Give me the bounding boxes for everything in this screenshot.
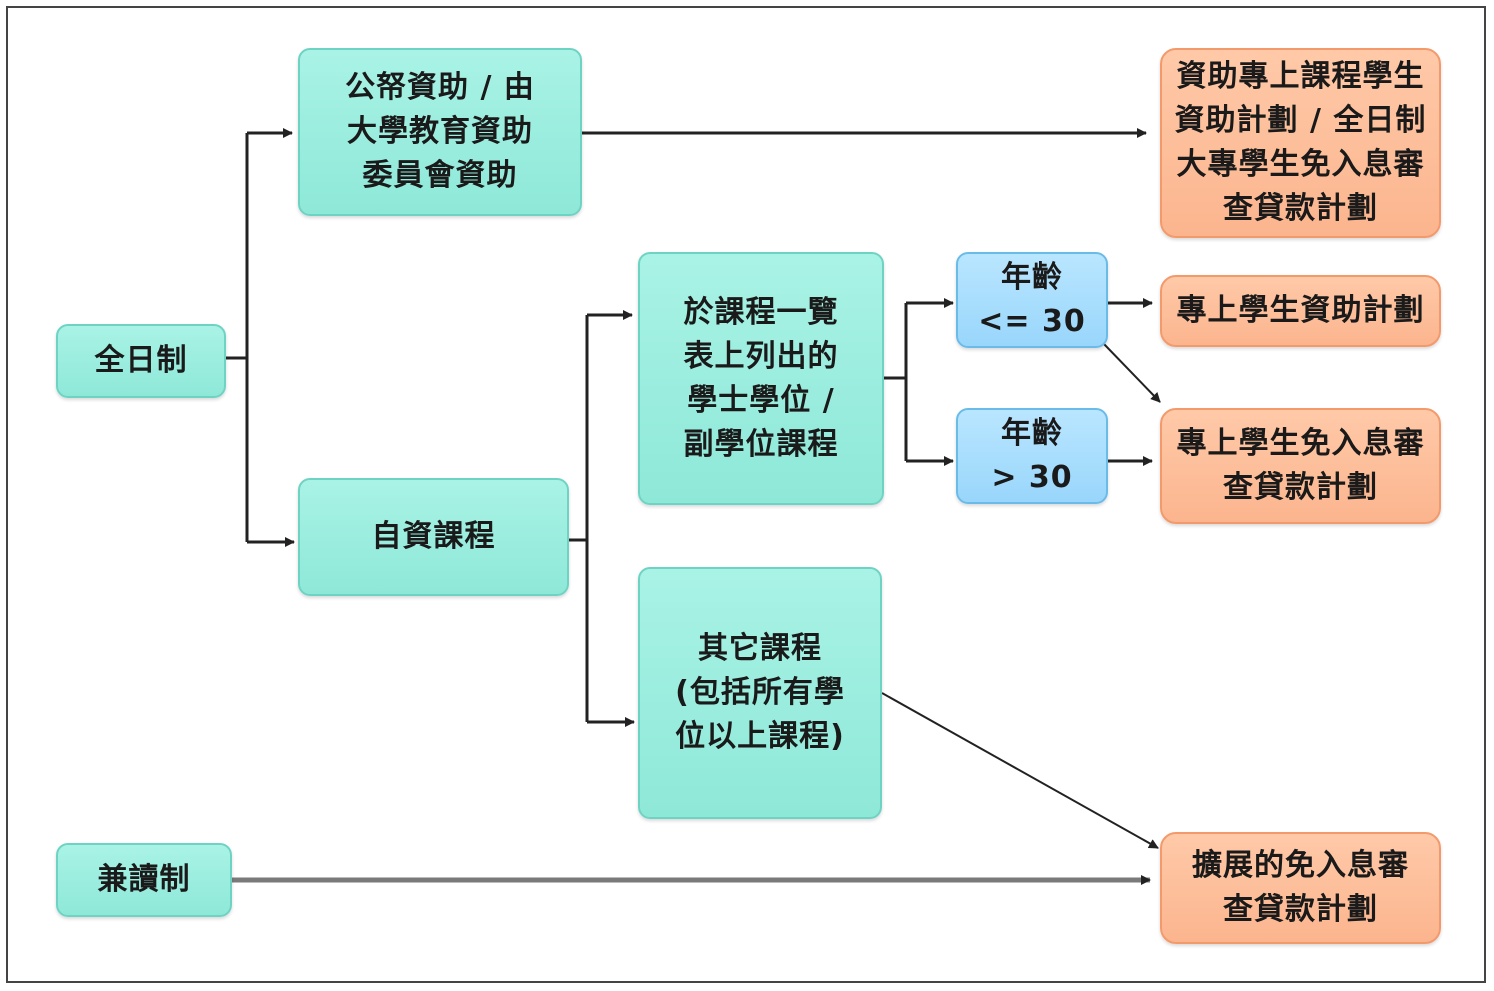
node-public-funded: 公帑資助 / 由 大學教育資助 委員會資助	[298, 48, 582, 216]
node-ens: 擴展的免入息審 查貸款計劃	[1160, 832, 1441, 944]
node-age-le-30: 年齡 <= 30	[956, 252, 1108, 348]
connector-selffinanced-trunk	[569, 315, 589, 722]
connector-fulltime-trunk	[226, 133, 249, 542]
node-listed-programmes: 於課程一覽 表上列出的 學士學位 / 副學位課程	[638, 252, 884, 505]
arrow-age-le30-to-nlsps	[1102, 342, 1161, 403]
node-tsfs-ngtlss: 資助專上課程學生 資助計劃 / 全日制 大專學生免入息審 查貸款計劃	[1160, 48, 1441, 238]
node-nlsps: 專上學生免入息審 查貸款計劃	[1160, 408, 1441, 524]
node-age-gt-30: 年齡 > 30	[956, 408, 1108, 504]
node-other-programmes: 其它課程 (包括所有學 位以上課程)	[638, 567, 882, 819]
connector-listed-trunk	[884, 303, 908, 461]
arrow-other-to-ens	[881, 692, 1159, 849]
node-parttime: 兼讀制	[56, 843, 232, 917]
node-fulltime: 全日制	[56, 324, 226, 398]
node-self-financed: 自資課程	[298, 478, 569, 596]
node-fasp: 專上學生資助計劃	[1160, 275, 1441, 347]
